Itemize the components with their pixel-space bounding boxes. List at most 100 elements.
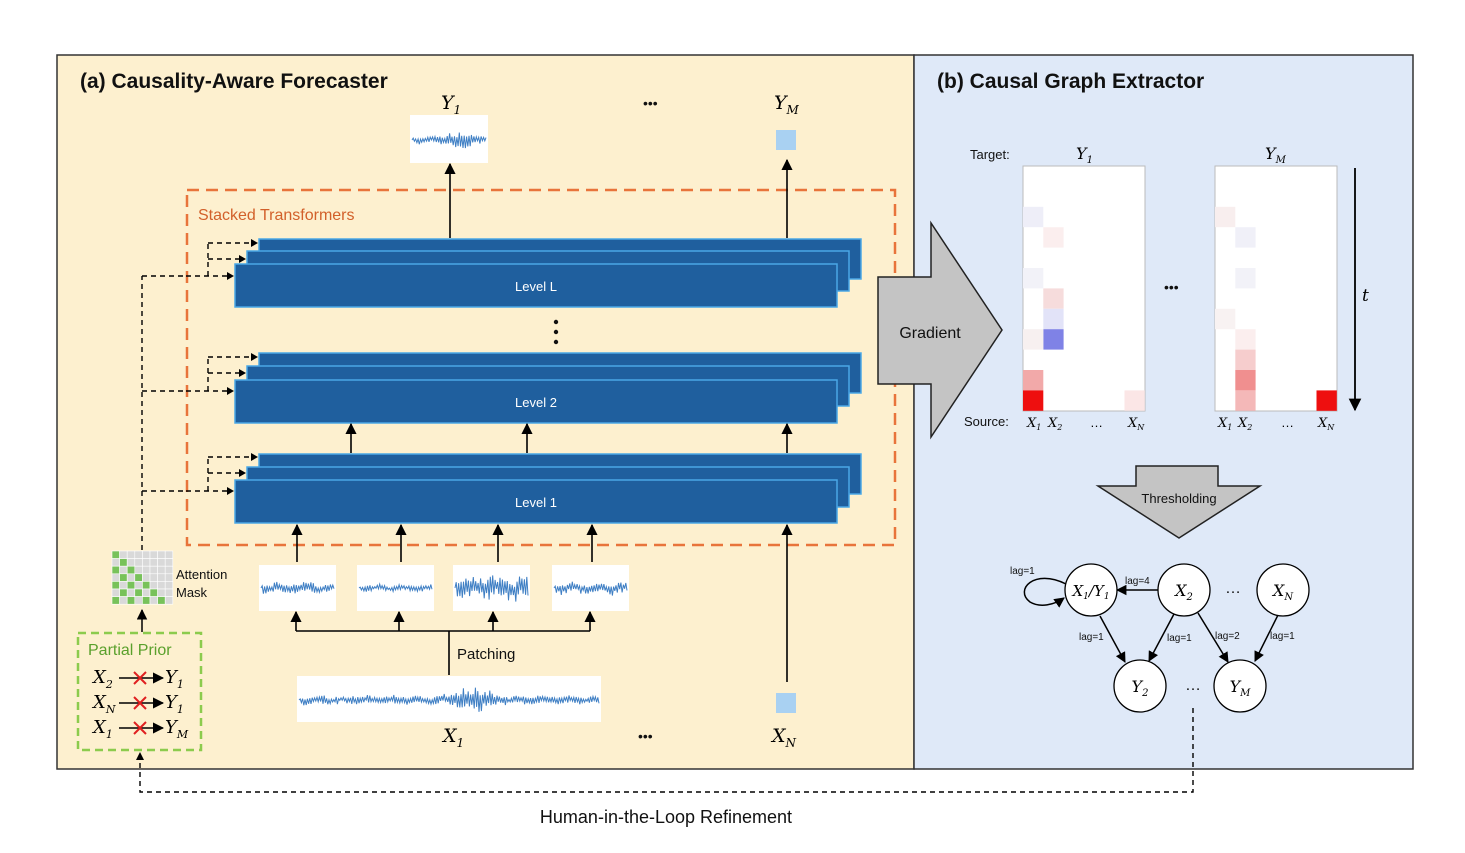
mask-cell bbox=[119, 588, 128, 597]
mask-cell bbox=[126, 581, 136, 590]
heatmap-y1 bbox=[1022, 165, 1146, 412]
thresholding-arrow bbox=[1095, 465, 1263, 539]
heatmap-cell bbox=[1023, 370, 1044, 391]
source-label: Source: bbox=[964, 414, 1009, 429]
mask-cell bbox=[164, 596, 174, 605]
node-x1-y1-label: X1/Y1 bbox=[1071, 582, 1109, 602]
prior-cross-icon bbox=[133, 696, 147, 710]
mask-cell bbox=[134, 558, 143, 567]
node-xn bbox=[1256, 563, 1310, 617]
heatmap-cell bbox=[1124, 390, 1145, 411]
mask-cell bbox=[157, 565, 166, 575]
level-L-stack bbox=[234, 238, 862, 308]
mask-cell bbox=[164, 588, 174, 597]
output-y1-wave bbox=[411, 132, 487, 149]
attention-mask-label-1: Attention bbox=[176, 567, 227, 582]
thresholding-label: Thresholding bbox=[1141, 491, 1216, 506]
heatmap-2-target: YM bbox=[1265, 144, 1287, 166]
edge-self-loop bbox=[1023, 577, 1067, 608]
mask-cell bbox=[119, 550, 128, 559]
partial-prior-box bbox=[76, 631, 203, 752]
mask-cell bbox=[149, 588, 158, 597]
mask-cell bbox=[134, 565, 143, 575]
source-tick: X2 bbox=[1047, 416, 1062, 432]
level-1-stack bbox=[234, 453, 862, 524]
node-x2-label: X2 bbox=[1173, 581, 1193, 603]
edge-x2-ym bbox=[1197, 612, 1229, 663]
input-xn-label: XN bbox=[770, 725, 797, 750]
heatmap-cell bbox=[1235, 268, 1256, 289]
heatmap-cell bbox=[1235, 349, 1256, 370]
mask-cell bbox=[142, 581, 151, 590]
level-vertical-ellipsis bbox=[553, 319, 559, 345]
mask-cell bbox=[134, 588, 143, 597]
input-x1-wave bbox=[298, 687, 600, 712]
node-x2 bbox=[1157, 563, 1211, 617]
panel-a-title: (a) Causality-Aware Forecaster bbox=[80, 70, 388, 93]
node-y2 bbox=[1113, 659, 1167, 713]
feedback-line bbox=[139, 708, 1194, 793]
source-tick: X1 bbox=[1026, 416, 1041, 432]
level-L-label: Level L bbox=[515, 279, 557, 294]
gradient-arrow bbox=[877, 220, 1003, 440]
mask-cell bbox=[149, 565, 158, 575]
heatmap-cell bbox=[1235, 370, 1256, 391]
edge-x2-y2 bbox=[1148, 613, 1175, 662]
patching-connector bbox=[296, 630, 590, 675]
edge-label-self: lag=1 bbox=[1010, 566, 1035, 577]
heatmap-cell bbox=[1235, 390, 1256, 411]
edge-label-x2-y2: lag=1 bbox=[1167, 633, 1192, 644]
heatmap-cell bbox=[1023, 268, 1044, 289]
output-y1-label: Y1 bbox=[441, 92, 461, 117]
input-x1-label: X1 bbox=[441, 725, 464, 750]
heatmap-cell bbox=[1235, 329, 1256, 350]
output-ym-square bbox=[776, 130, 796, 150]
mask-cell bbox=[157, 550, 166, 559]
mask-cell bbox=[157, 581, 166, 590]
mask-cell bbox=[111, 596, 120, 605]
graph-ellipsis-bottom: … bbox=[1185, 677, 1201, 694]
source-tick: … bbox=[1281, 415, 1294, 430]
mask-feed-lines bbox=[141, 242, 256, 550]
input-ellipsis: ••• bbox=[638, 728, 653, 744]
attention-mask-grid bbox=[111, 550, 174, 605]
mask-cell bbox=[111, 565, 120, 575]
heatmap-cell bbox=[1235, 227, 1256, 248]
edge-label-x2-x1: lag=4 bbox=[1125, 576, 1150, 587]
patch-1 bbox=[259, 565, 336, 611]
mask-cell bbox=[126, 550, 136, 559]
panel-b-title: (b) Causal Graph Extractor bbox=[937, 70, 1204, 93]
mask-cell bbox=[134, 581, 143, 590]
heatmap-cell bbox=[1215, 308, 1236, 330]
heatmap-ellipsis: ••• bbox=[1164, 279, 1179, 295]
mask-cell bbox=[126, 588, 136, 597]
heatmap-1-target: Y1 bbox=[1076, 144, 1093, 166]
edge-label-x2-ym: lag=2 bbox=[1215, 631, 1240, 642]
level-2-stack bbox=[234, 352, 862, 424]
input-xn-square bbox=[776, 693, 796, 713]
time-axis-label: t bbox=[1362, 286, 1369, 306]
prior-source: X2 bbox=[91, 667, 113, 691]
mask-cell bbox=[126, 558, 136, 567]
prior-target: Y1 bbox=[165, 667, 184, 691]
node-ym-label: YM bbox=[1230, 677, 1252, 699]
mask-cell bbox=[157, 596, 166, 605]
heatmap-cell bbox=[1023, 390, 1044, 411]
heatmap-cell bbox=[1023, 329, 1044, 350]
mask-cell bbox=[142, 588, 151, 597]
causal-graph: lag=1 lag=4 lag=1 lag=1 lag=2 lag=1 X1/Y… bbox=[1010, 563, 1310, 713]
node-y2-label: Y2 bbox=[1132, 677, 1149, 699]
patch-4 bbox=[552, 565, 629, 611]
patch-3 bbox=[453, 565, 530, 611]
node-xn-label: XN bbox=[1271, 581, 1294, 603]
partial-prior-title: Partial Prior bbox=[88, 642, 172, 659]
gradient-label: Gradient bbox=[899, 325, 961, 342]
edge-label-x1-y2: lag=1 bbox=[1079, 632, 1104, 643]
panel-b-background bbox=[913, 54, 1414, 770]
node-ym bbox=[1213, 659, 1267, 713]
mask-cell bbox=[134, 573, 143, 582]
attention-mask-label-2: Mask bbox=[176, 585, 208, 600]
heatmap-cell bbox=[1043, 329, 1064, 350]
